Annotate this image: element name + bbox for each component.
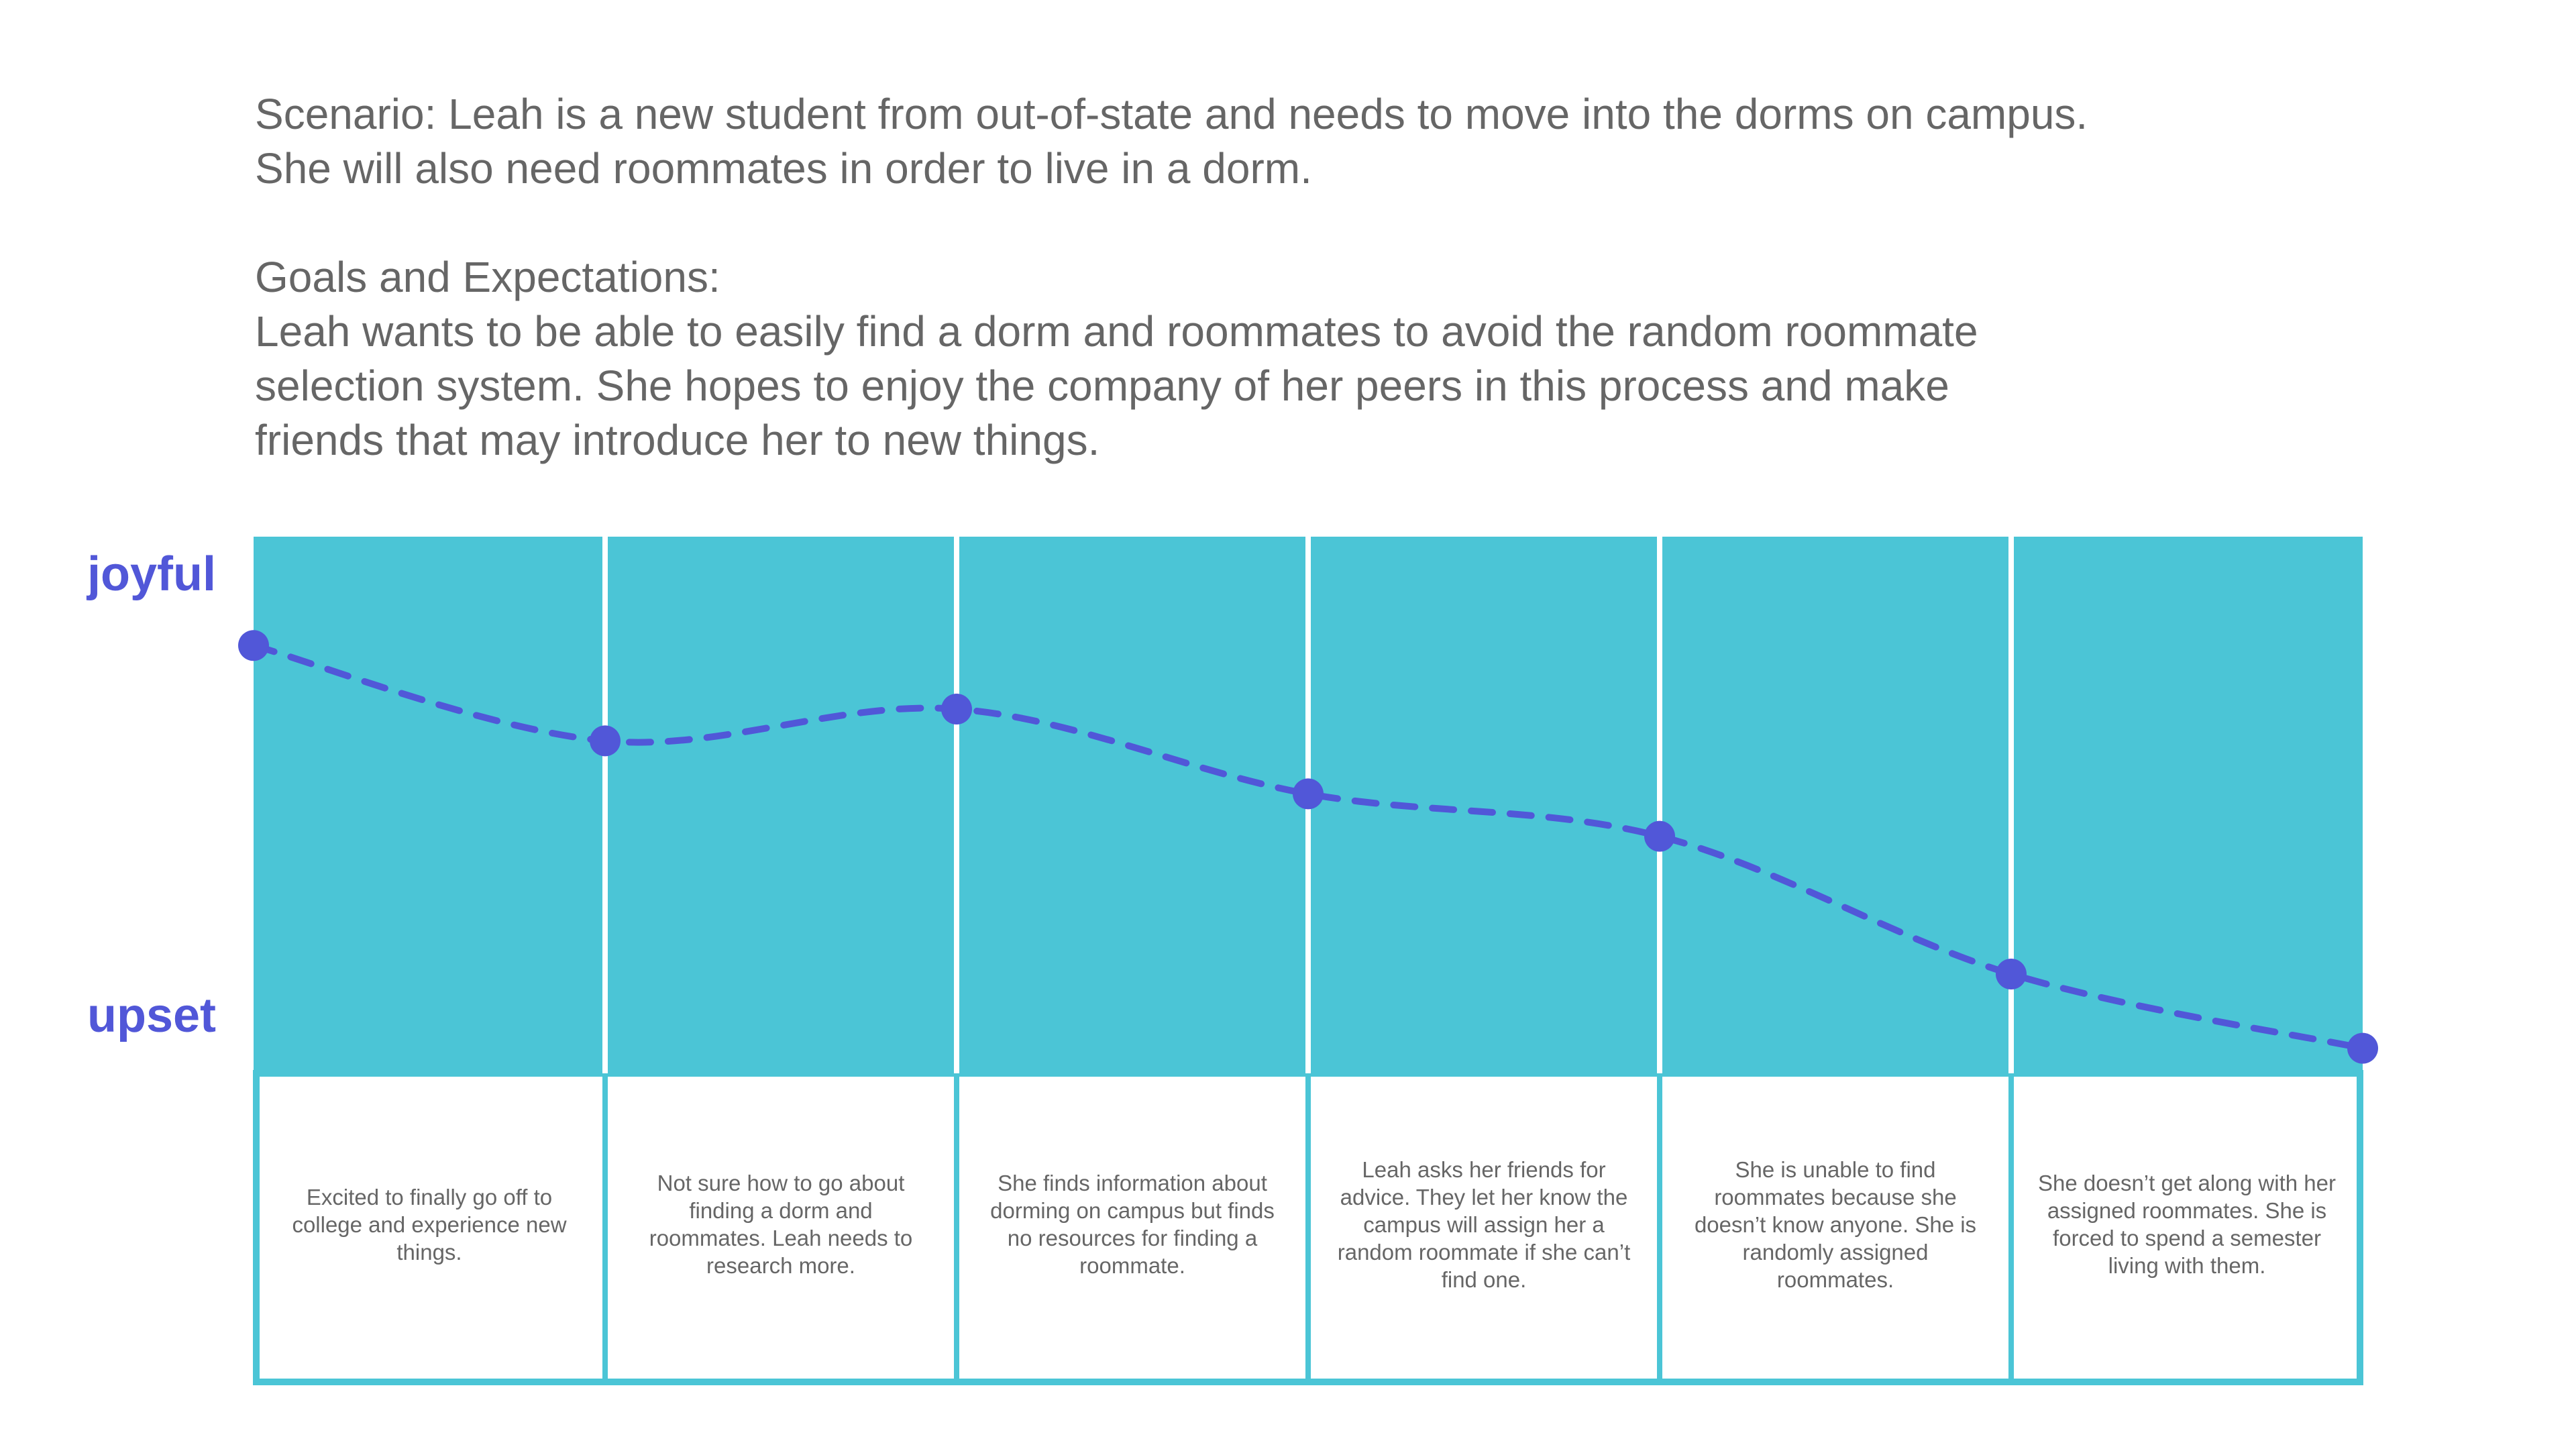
goals-line-2: selection system. She hopes to enjoy the… [255, 362, 1949, 410]
emotion-point [1644, 820, 1675, 852]
emotion-point [590, 725, 621, 757]
goals-line-1: Leah wants to be able to easily find a d… [255, 307, 1978, 356]
upset-label: upset [87, 989, 217, 1042]
stage-description: Excited to finally go off to college and… [292, 1184, 567, 1265]
goals-line-3: friends that may introduce her to new th… [255, 416, 1100, 464]
stage-description: She finds information about dorming on c… [990, 1171, 1275, 1278]
scenario-line-1: Scenario: Leah is a new student from out… [255, 90, 2088, 138]
stage-description: Not sure how to go about finding a dorm … [649, 1171, 913, 1278]
emotion-point [941, 694, 972, 724]
stage-description: She doesn’t get along with her assigned … [2038, 1171, 2336, 1278]
emotion-point [1996, 959, 2027, 989]
joyful-label: joyful [87, 547, 216, 601]
goals-heading: Goals and Expectations: [255, 253, 720, 301]
intro-text: Scenario: Leah is a new student from out… [255, 87, 2267, 468]
stage-description: She is unable to find roommates because … [1694, 1157, 1977, 1292]
emotion-point [238, 630, 269, 661]
scenario-line-2: She will also need roommates in order to… [255, 144, 1312, 193]
emotion-point [2347, 1032, 2378, 1064]
stage-description: Leah asks her friends for advice. They l… [1337, 1157, 1631, 1292]
emotion-point [1293, 778, 1324, 810]
